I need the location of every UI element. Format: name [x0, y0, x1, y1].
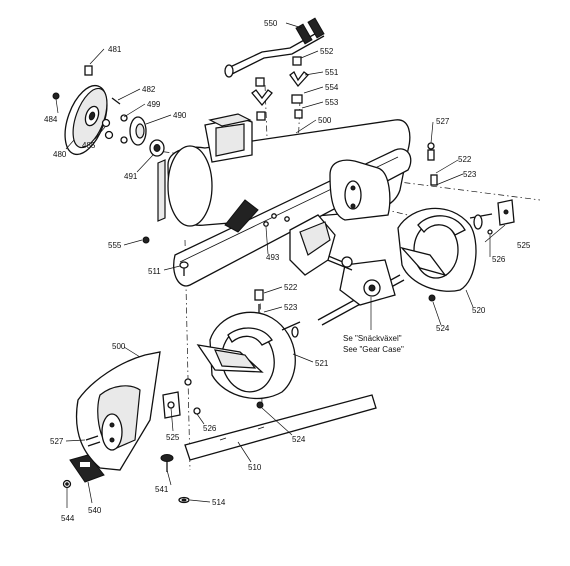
leader-lines [55, 22, 506, 508]
label-527-lower: 527 [50, 437, 64, 446]
gear-case-assembly [289, 239, 405, 326]
auger-housing [142, 113, 412, 287]
label-482: 482 [142, 85, 156, 94]
gear-case-note-english: See "Gear Case" [343, 345, 404, 354]
chute-latch-parts [251, 56, 309, 121]
label-555: 555 [108, 241, 122, 250]
label-500-housing: 500 [318, 116, 332, 125]
part-labels: 550 481 552 551 554 553 482 499 490 484 … [44, 19, 531, 523]
label-493: 493 [266, 253, 280, 262]
upper-auger-flight [289, 142, 515, 302]
label-491: 491 [124, 172, 138, 181]
label-553: 553 [325, 98, 339, 107]
carriage-bolts [160, 454, 190, 504]
label-522-upper: 522 [458, 155, 472, 164]
label-523-lower: 523 [284, 303, 298, 312]
label-523-upper: 523 [463, 170, 477, 179]
label-500-side-plate: 500 [112, 342, 126, 351]
skid-shoe [62, 454, 105, 489]
lower-auger-flight [196, 289, 301, 409]
label-526-upper: 526 [492, 255, 506, 264]
label-522-lower: 522 [284, 283, 298, 292]
label-551: 551 [325, 68, 339, 77]
label-552: 552 [320, 47, 334, 56]
label-510: 510 [248, 463, 262, 472]
label-490: 490 [173, 111, 187, 120]
label-481: 481 [108, 45, 122, 54]
lower-bearing-hardware [162, 378, 201, 419]
label-511: 511 [148, 267, 161, 276]
label-550: 550 [264, 19, 278, 28]
label-541: 541 [155, 485, 169, 494]
label-524-lower: 524 [292, 435, 306, 444]
gear-case-note: Se "Snäckväxel" See "Gear Case" [343, 334, 404, 354]
gear-case-note-swedish: Se "Snäckväxel" [343, 334, 402, 343]
label-499: 499 [147, 100, 161, 109]
pulley-hardware [52, 65, 165, 157]
chute-crank-rod [224, 17, 325, 78]
label-485: 485 [82, 141, 96, 150]
label-554: 554 [325, 83, 339, 92]
label-527-upper: 527 [436, 117, 450, 126]
label-521: 521 [315, 359, 329, 368]
label-526-lower: 526 [203, 424, 217, 433]
label-525-upper: 525 [517, 241, 531, 250]
label-484: 484 [44, 115, 58, 124]
label-525-lower: 525 [166, 433, 180, 442]
label-540: 540 [88, 506, 102, 515]
label-544: 544 [61, 514, 75, 523]
label-524-upper: 524 [436, 324, 450, 333]
label-480: 480 [53, 150, 67, 159]
shave-plate [184, 394, 377, 461]
label-520: 520 [472, 306, 486, 315]
left-side-plate [75, 351, 161, 471]
label-514: 514 [212, 498, 226, 507]
